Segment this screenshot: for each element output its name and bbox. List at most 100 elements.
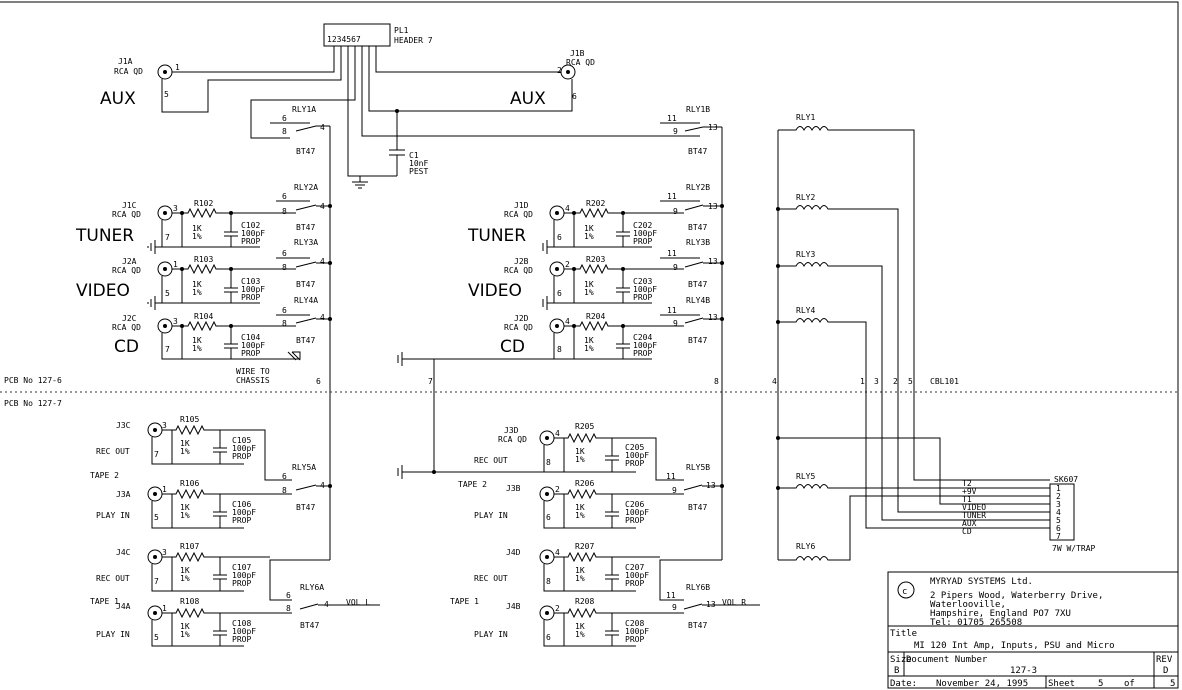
relay-rly2b: RLY2B 11 9 13 BT47 bbox=[660, 183, 724, 232]
pin-number: 7 bbox=[165, 345, 170, 354]
coil-ref: RLY2 bbox=[796, 193, 815, 202]
tape-role: REC OUT bbox=[96, 447, 130, 456]
pin-number: 5 bbox=[1056, 516, 1061, 525]
relay-type: BT47 bbox=[300, 621, 319, 630]
pin-number: 1 bbox=[162, 485, 167, 494]
net-number: 5 bbox=[908, 377, 913, 386]
c1-ref: C1 bbox=[409, 151, 419, 160]
coil-ref: RLY1 bbox=[796, 113, 815, 122]
drawing-title: MI 120 Int Amp, Inputs, PSU and Micro bbox=[914, 641, 1114, 651]
pin-number: 9 bbox=[673, 127, 678, 136]
capacitor-value: 100pF bbox=[241, 229, 265, 238]
connector-signal: CD bbox=[962, 527, 972, 536]
pin-number: 11 bbox=[667, 114, 677, 123]
input-cd-right: J2D RCA QD 4 8 CD R204 1K 1% C204 100pF … bbox=[500, 312, 684, 360]
resistor-tolerance: 1% bbox=[192, 344, 202, 353]
relay-type: BT47 bbox=[296, 223, 315, 232]
capacitor-ref: C104 bbox=[241, 333, 260, 342]
pl1-pins: 1234567 bbox=[327, 35, 361, 44]
pin-number: 6 bbox=[282, 472, 287, 481]
input-tuner-right: J1D RCA QD 4 6 TUNER R202 1K 1% C202 100… bbox=[467, 199, 684, 254]
resistor-ref: R108 bbox=[180, 597, 199, 606]
resistor-tolerance: 1% bbox=[575, 455, 585, 464]
capacitor-ref: C106 bbox=[232, 500, 251, 509]
tape-role: REC OUT bbox=[474, 456, 508, 465]
title-block: c MYRYAD SYSTEMS Ltd. 2 Pipers Wood, Wat… bbox=[887, 571, 1179, 689]
pin-number: 1 bbox=[173, 260, 178, 269]
connector-signal: TUNER bbox=[962, 511, 986, 520]
capacitor-ref: C107 bbox=[232, 563, 251, 572]
input-cd-left: J2C RCA QD 3 7 CD R104 1K 1% C104 100pF … bbox=[112, 312, 296, 360]
relay-ref: RLY6A bbox=[300, 583, 324, 592]
resistor-tolerance: 1% bbox=[192, 232, 202, 241]
pin-number: 2 bbox=[555, 485, 560, 494]
jack-ref: J3B bbox=[506, 484, 521, 493]
capacitor-value: 100pF bbox=[241, 341, 265, 350]
jack-ref: J4C bbox=[116, 548, 131, 557]
capacitor-type: PROP bbox=[241, 349, 260, 358]
resistor-tolerance: 1% bbox=[575, 574, 585, 583]
relay-ref: RLY3A bbox=[294, 238, 318, 247]
resistor-tolerance: 1% bbox=[584, 232, 594, 241]
input-video-right: J2B RCA QD 2 6 VIDEO R203 1K 1% C203 100… bbox=[468, 255, 684, 310]
pin-number: 5 bbox=[154, 633, 159, 642]
relay-type: BT47 bbox=[296, 336, 315, 345]
resistor-ref: R202 bbox=[586, 199, 605, 208]
copyright-glyph: c bbox=[902, 587, 907, 597]
pin-number: 8 bbox=[546, 458, 551, 467]
resistor-value: 1K bbox=[575, 503, 585, 512]
tape-label: TAPE 1 bbox=[450, 597, 479, 606]
resistor-value: 1K bbox=[575, 447, 585, 456]
relay-rly5a: RLY5A 6 8 4 BT47 bbox=[282, 463, 332, 512]
capacitor-value: 100pF bbox=[625, 627, 649, 636]
net-number: 7 bbox=[428, 377, 433, 386]
relay-rly4b: RLY4B 11 9 13 BT47 bbox=[660, 296, 724, 345]
pin-number: 9 bbox=[673, 319, 678, 328]
pin-number: 1 bbox=[175, 63, 180, 72]
capacitor-ref: C206 bbox=[625, 500, 644, 509]
capacitor-value: 100pF bbox=[232, 444, 256, 453]
capacitor-ref: C203 bbox=[633, 277, 652, 286]
capacitor-type: PROP bbox=[625, 635, 644, 644]
capacitor-value: 100pF bbox=[625, 451, 649, 460]
resistor-value: 1K bbox=[575, 622, 585, 631]
relay-type: BT47 bbox=[688, 280, 707, 289]
capacitor-type: PROP bbox=[633, 237, 652, 246]
company-phone: Tel: 01705 265508 bbox=[930, 618, 1022, 628]
pin-number: 1 bbox=[1056, 484, 1061, 493]
pin-number: 7 bbox=[154, 450, 159, 459]
capacitor-type: PROP bbox=[625, 579, 644, 588]
resistor-tolerance: 1% bbox=[584, 288, 594, 297]
capacitor-type: PROP bbox=[633, 293, 652, 302]
document-number-label: Document Number bbox=[906, 655, 988, 665]
input-label: CD bbox=[114, 337, 139, 357]
capacitor-type: PROP bbox=[232, 635, 251, 644]
relay-ref: RLY5B bbox=[686, 463, 710, 472]
rev-label: REV bbox=[1156, 655, 1173, 665]
capacitor-ref: C207 bbox=[625, 563, 644, 572]
resistor-value: 1K bbox=[584, 224, 594, 233]
capacitor-value: 100pF bbox=[232, 508, 256, 517]
c1-type: PEST bbox=[409, 167, 428, 176]
tape-role: PLAY IN bbox=[474, 630, 508, 639]
size-label: Size bbox=[890, 655, 912, 665]
pin-number: 8 bbox=[286, 604, 291, 613]
net-number: 1 bbox=[860, 377, 865, 386]
aux-label-right: AUX bbox=[510, 89, 546, 109]
relay-rly5b: RLY5B 11 9 13 BT47 bbox=[666, 463, 724, 512]
pin-number: 6 bbox=[286, 591, 291, 600]
relay-type: BT47 bbox=[688, 336, 707, 345]
pin-number: 8 bbox=[282, 319, 287, 328]
capacitor-type: PROP bbox=[625, 516, 644, 525]
pin-number: 9 bbox=[673, 207, 678, 216]
resistor-ref: R104 bbox=[194, 312, 213, 321]
tape-right-section: REC OUT TAPE 2 TAPE 1 J3D RCA QD 4 8 R20… bbox=[450, 422, 684, 647]
pin-number: 11 bbox=[667, 306, 677, 315]
document-number: 127-3 bbox=[1010, 666, 1037, 676]
resistor-ref: R102 bbox=[194, 199, 213, 208]
pin-number: 8 bbox=[282, 486, 287, 495]
pin-number: 8 bbox=[546, 577, 551, 586]
resistor-ref: R105 bbox=[180, 415, 199, 424]
connector-note: 7W W/TRAP bbox=[1052, 544, 1096, 553]
